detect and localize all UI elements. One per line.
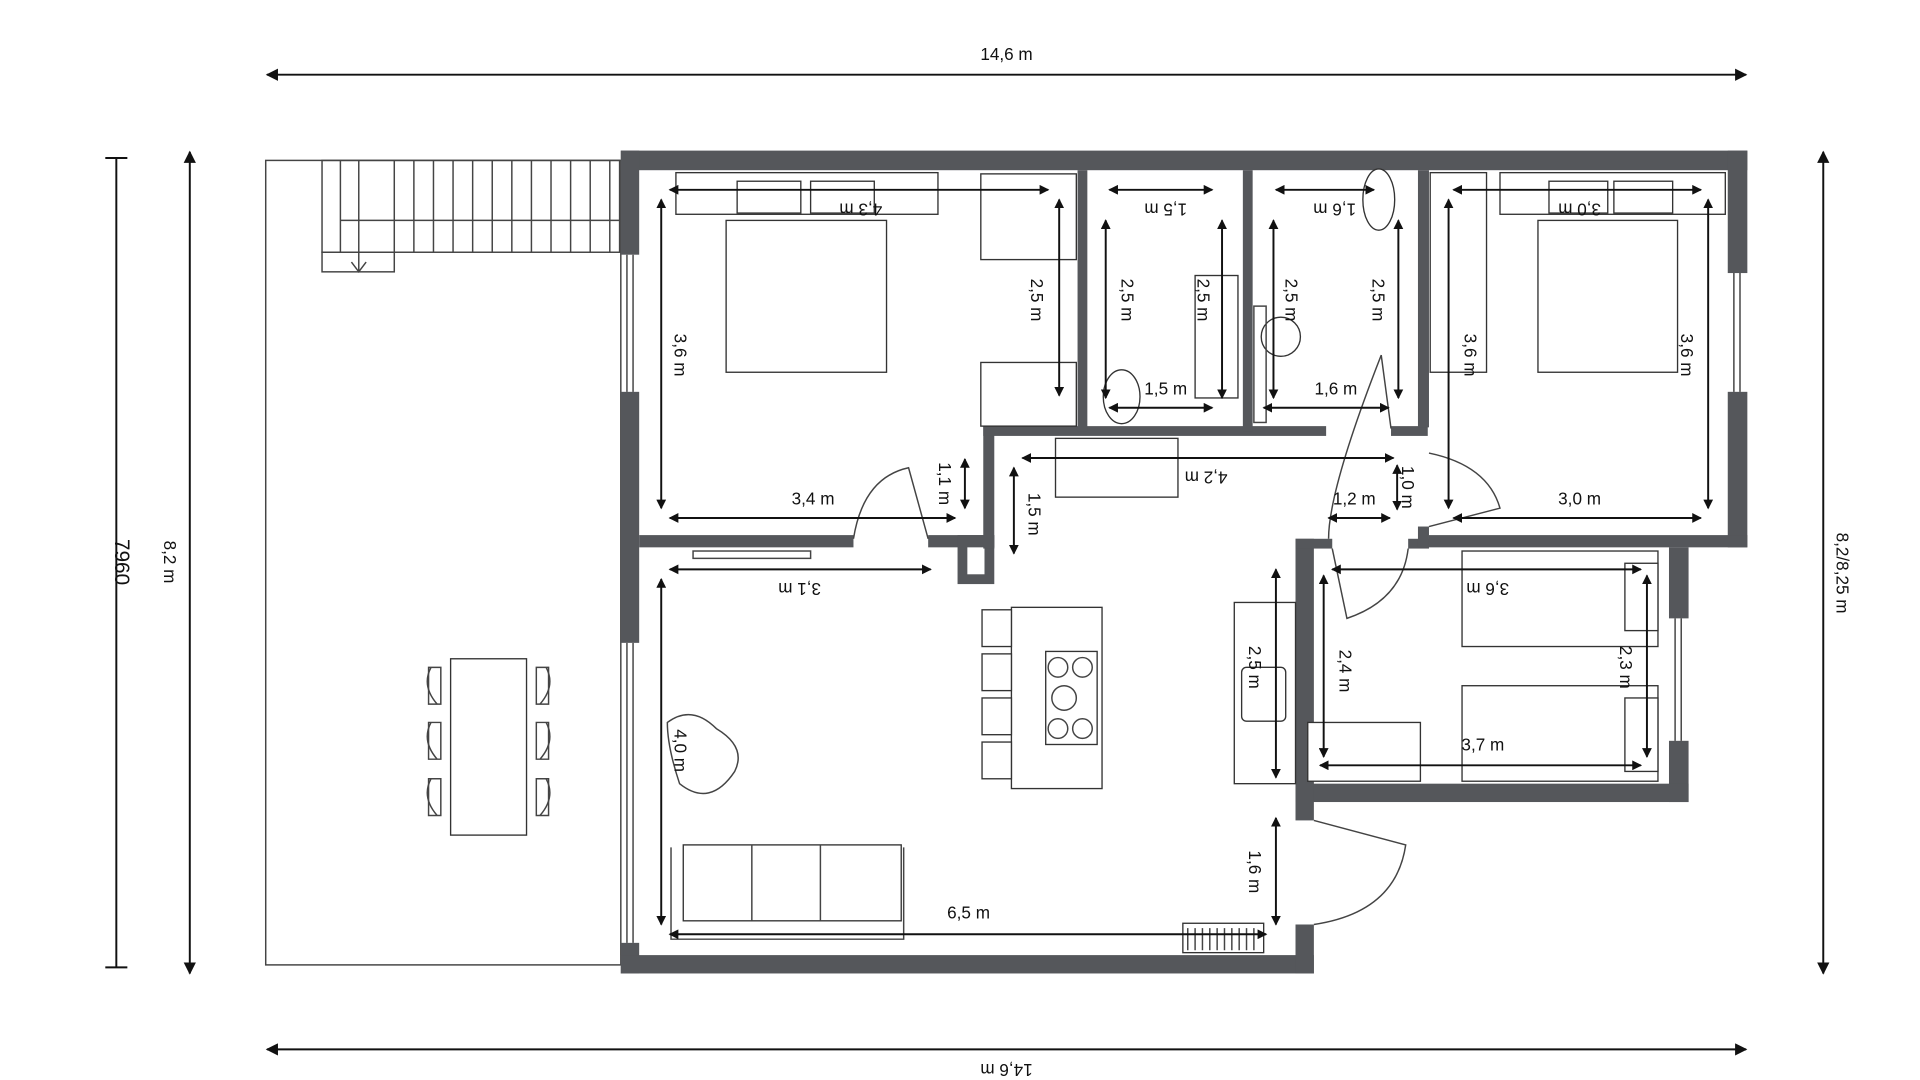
overall-height-left-label: 8,2 m bbox=[160, 541, 180, 584]
bedroom3-width-top: 3,6 m bbox=[1466, 579, 1509, 599]
hallway-length: 4,2 m bbox=[1185, 467, 1228, 487]
bath2-height-left: 2,5 m bbox=[1282, 279, 1302, 322]
bedroom2-height-left: 3,6 m bbox=[1460, 334, 1480, 377]
bedroom1-height: 3,6 m bbox=[671, 334, 691, 377]
bedroom3-height-right: 2,3 m bbox=[1616, 646, 1636, 689]
bedroom1-width-bottom: 3,4 m bbox=[792, 488, 835, 508]
walls bbox=[620, 150, 1748, 974]
staircase bbox=[321, 159, 621, 274]
bedroom1-wardrobe-height: 2,5 m bbox=[1027, 279, 1047, 322]
hallway-depth: 1,5 m bbox=[1025, 493, 1045, 536]
bath2-width-top: 1,6 m bbox=[1313, 199, 1356, 219]
bedroom1-width-top: 4,3 m bbox=[839, 199, 882, 219]
living-width-bottom: 6,5 m bbox=[947, 902, 990, 922]
dining-table bbox=[426, 658, 551, 836]
living-height: 4,0 m bbox=[671, 729, 691, 772]
bath1-width-top: 1,5 m bbox=[1144, 199, 1187, 219]
bath2-width-bottom: 1,6 m bbox=[1314, 378, 1357, 398]
bath1-height-left: 2,5 m bbox=[1118, 279, 1138, 322]
bath1-height-right: 2,5 m bbox=[1194, 279, 1214, 322]
room-dimensions: 4,3 m 3,6 m 2,5 m 3,4 m 1,1 m 1,5 m 2,5 … bbox=[656, 184, 1714, 940]
overall-height-code-label: 7960 bbox=[110, 539, 133, 585]
hallway-gap-width: 1,2 m bbox=[1333, 488, 1376, 508]
overall-height-right-label: 8,2/8,25 m bbox=[1833, 533, 1853, 614]
overall-width-top-label: 14,6 m bbox=[980, 44, 1032, 64]
bedroom2-width-bottom: 3,0 m bbox=[1558, 488, 1601, 508]
hall-door-gap: 1,1 m bbox=[935, 462, 955, 505]
bedroom3-height-left: 2,4 m bbox=[1336, 650, 1356, 693]
living-width-top: 3,1 m bbox=[778, 579, 821, 599]
bath1-width-bottom: 1,5 m bbox=[1144, 378, 1187, 398]
entry-width: 1,6 m bbox=[1245, 850, 1265, 893]
bedroom2-height-right: 3,6 m bbox=[1677, 334, 1697, 377]
overall-width-bottom-label: 14,6 m bbox=[980, 1060, 1032, 1080]
bedroom3-width-bottom: 3,7 m bbox=[1461, 735, 1504, 755]
counter-length: 2,5 m bbox=[1245, 646, 1265, 689]
outer-dimensions: 14,6 m 14,6 m 7960 8,2 m 8,2/8,25 m bbox=[105, 44, 1853, 1080]
bath2-height-right: 2,5 m bbox=[1369, 279, 1389, 322]
terrace bbox=[264, 159, 622, 966]
bedroom2-width-top: 3,0 m bbox=[1558, 199, 1601, 219]
hallway-gap-height: 1,0 m bbox=[1398, 466, 1418, 509]
